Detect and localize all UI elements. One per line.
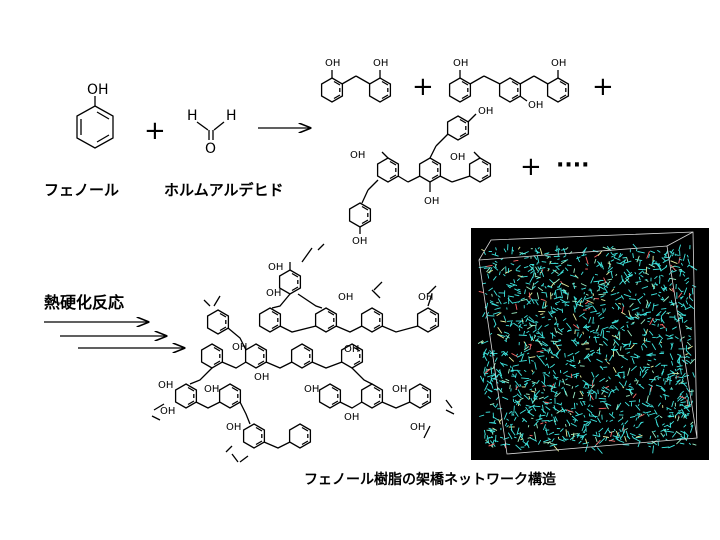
- svg-text:OH: OH: [528, 100, 543, 111]
- formaldehyde-name: ホルムアルデヒド: [164, 181, 284, 199]
- formaldehyde-molecule: H H O: [187, 108, 237, 157]
- network-caption: フェノール樹脂の架橋ネットワーク構造: [304, 471, 556, 488]
- svg-text:OH: OH: [410, 422, 425, 433]
- svg-text:OH: OH: [338, 292, 353, 303]
- phenol-name: フェノール: [44, 181, 119, 199]
- svg-text:OH: OH: [304, 384, 319, 395]
- svg-text:OH: OH: [478, 106, 493, 117]
- crosslinked-network: OH OH OH OH OH OH OH OH OH OH OH OH OH O…: [151, 243, 455, 463]
- thermosetting-label: 熱硬化反応: [44, 293, 124, 312]
- svg-text:OH: OH: [373, 58, 388, 69]
- product-trimer: OH OH OH: [448, 58, 570, 111]
- svg-text:OH: OH: [204, 384, 219, 395]
- svg-text:OH: OH: [392, 384, 407, 395]
- svg-text:OH: OH: [266, 288, 281, 299]
- svg-text:OH: OH: [226, 422, 241, 433]
- svg-text:OH: OH: [450, 152, 465, 163]
- svg-text:OH: OH: [350, 150, 365, 161]
- svg-text:OH: OH: [352, 236, 367, 247]
- svg-text:OH: OH: [344, 412, 359, 423]
- formaldehyde-o: O: [205, 141, 216, 157]
- svg-text:OH: OH: [453, 58, 468, 69]
- product-dimer: OH OH: [320, 58, 392, 103]
- ellipsis: ····: [556, 153, 589, 178]
- formaldehyde-h-left: H: [187, 108, 198, 124]
- plus-sign-4: +: [520, 152, 542, 182]
- formaldehyde-h-right: H: [226, 108, 237, 124]
- plus-sign-1: +: [144, 116, 166, 146]
- svg-text:OH: OH: [254, 372, 269, 383]
- svg-text:OH: OH: [158, 380, 173, 391]
- svg-text:OH: OH: [418, 292, 433, 303]
- phenol-oh-label: OH: [87, 82, 109, 98]
- svg-text:OH: OH: [424, 196, 439, 207]
- plus-sign-3: +: [592, 72, 614, 102]
- network-simulation-image: [471, 228, 709, 460]
- svg-text:OH: OH: [232, 342, 247, 353]
- simulation-box-outline: [478, 231, 698, 455]
- svg-text:OH: OH: [160, 406, 175, 417]
- svg-text:OH: OH: [551, 58, 566, 69]
- svg-text:OH: OH: [268, 262, 283, 273]
- svg-text:OH: OH: [325, 58, 340, 69]
- plus-sign-2: +: [412, 72, 434, 102]
- product-branched-oligomer: OH OH OH OH OH: [348, 106, 493, 247]
- phenol-molecule: OH: [76, 82, 114, 149]
- svg-text:OH: OH: [344, 344, 359, 355]
